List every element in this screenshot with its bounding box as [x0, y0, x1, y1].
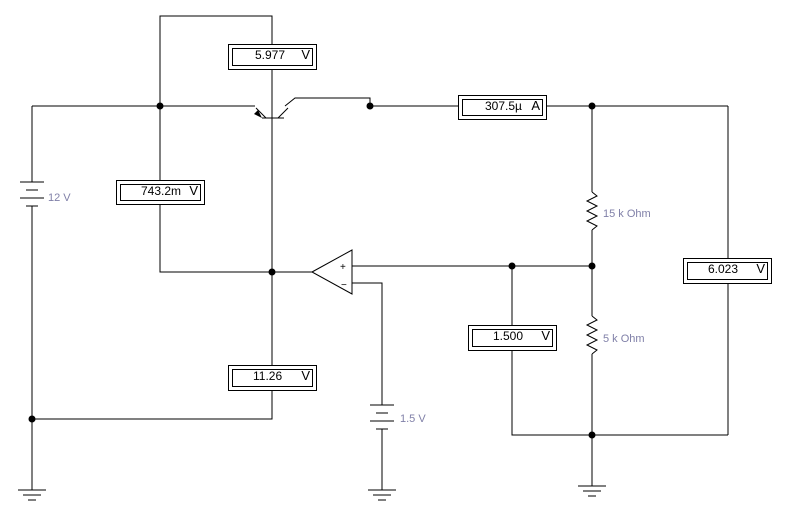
- meter-vbe-unit: V: [189, 183, 198, 198]
- meter-vbe[interactable]: 743.2m V: [116, 180, 205, 205]
- meter-current-unit: A: [531, 98, 540, 113]
- battery-12v: [20, 181, 44, 207]
- battery-1-5v: [370, 404, 394, 430]
- meter-vout-unit: V: [756, 261, 765, 276]
- meter-vce[interactable]: 5.977 V: [228, 44, 317, 70]
- meter-vref-value: 1.500: [493, 329, 524, 343]
- label-opamp-minus: −: [341, 280, 347, 291]
- wire-collector: [284, 97, 371, 107]
- meter-current[interactable]: 307.5µ A: [458, 95, 547, 120]
- ground-left: [18, 489, 46, 501]
- meter-current-value: 307.5µ: [485, 99, 522, 113]
- wire-vbe-bottom: [159, 204, 312, 273]
- label-opamp-plus: +: [340, 262, 346, 273]
- junction-nodes: [28, 102, 596, 439]
- opamp-symbol: [310, 249, 353, 295]
- ground-right: [578, 485, 606, 497]
- meter-vin[interactable]: 11.26 V: [228, 365, 317, 391]
- ground-ref: [368, 489, 396, 501]
- meter-vref[interactable]: 1.500 V: [468, 325, 557, 351]
- resistor-5k: [585, 315, 599, 355]
- label-r-bottom: 5 k Ohm: [603, 333, 645, 345]
- meter-vin-unit: V: [301, 368, 310, 383]
- label-r-top: 15 k Ohm: [603, 208, 651, 220]
- transistor-symbol: [254, 106, 289, 272]
- label-battery-main: 12 V: [48, 192, 71, 204]
- meter-vce-unit: V: [301, 47, 310, 62]
- wire-to-left-rail: [32, 390, 273, 420]
- meter-vout[interactable]: 6.023 V: [683, 258, 772, 284]
- label-battery-ref: 1.5 V: [400, 413, 426, 425]
- meter-vce-value: 5.977: [255, 48, 286, 62]
- wire-opamp-minus: [352, 282, 383, 405]
- meter-vin-value: 11.26: [253, 369, 283, 383]
- wire-bottom-rail: [511, 350, 728, 436]
- meter-vbe-value: 743.2m: [141, 184, 182, 198]
- meter-vout-value: 6.023: [708, 262, 739, 276]
- meter-vref-unit: V: [541, 328, 550, 343]
- wire-top-loop: [159, 15, 273, 106]
- resistor-15k: [585, 191, 599, 231]
